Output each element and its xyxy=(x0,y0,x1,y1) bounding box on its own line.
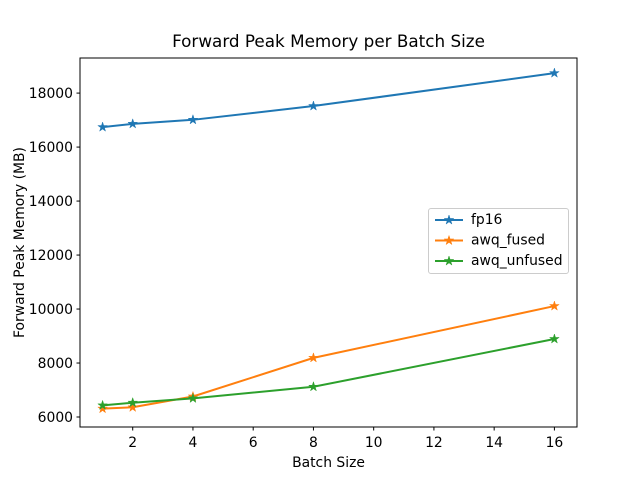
series-line-awq_unfused xyxy=(102,338,555,407)
y-axis-label: Forward Peak Memory (MB) xyxy=(12,147,28,338)
legend: fp16 awq_fused awq_unfused xyxy=(428,208,569,274)
y-tick-label: 10000 xyxy=(29,302,73,318)
data-point-fp16 xyxy=(187,113,199,125)
legend-entry-fp16: fp16 xyxy=(435,212,502,228)
y-tick-label: 12000 xyxy=(29,248,73,264)
chart-title: Forward Peak Memory per Batch Size xyxy=(172,31,485,51)
legend-entry-awq-unfused: awq_unfused xyxy=(435,253,563,269)
legend-label: awq_unfused xyxy=(471,253,563,269)
y-tick-label: 14000 xyxy=(29,194,73,210)
legend-box xyxy=(428,208,569,274)
x-tick-label: 6 xyxy=(249,435,258,451)
data-point-fp16 xyxy=(548,67,560,78)
legend-label: awq_fused xyxy=(471,233,545,249)
plot-area: 2 4 6 8 10 12 14 16 6000 8000 10000 12000 14000 16000… xyxy=(29,57,578,451)
star-marker-icon xyxy=(443,234,455,246)
x-tick-label: 14 xyxy=(485,435,503,451)
x-tick-label: 8 xyxy=(309,435,318,451)
x-tick-label: 2 xyxy=(128,435,137,451)
data-point-fp16 xyxy=(97,121,109,132)
data-point-awq_fused xyxy=(548,300,560,311)
series-line-awq_fused xyxy=(102,305,555,410)
x-tick-label: 12 xyxy=(425,435,443,451)
data-point-awq_unfused xyxy=(187,392,199,404)
legend-entry-awq-fused: awq_fused xyxy=(435,233,545,249)
star-marker-icon xyxy=(443,214,455,225)
x-tick-label: 4 xyxy=(189,435,198,451)
data-point-awq_unfused xyxy=(97,399,109,411)
x-tick-label: 16 xyxy=(546,435,564,451)
plot-border xyxy=(79,57,578,428)
data-point-awq_unfused xyxy=(548,333,560,344)
legend-label: fp16 xyxy=(471,212,502,228)
data-point-awq_fused xyxy=(307,352,319,363)
data-point-awq_fused xyxy=(127,401,139,412)
y-tick-label: 6000 xyxy=(38,410,73,426)
x-axis-label: Batch Size xyxy=(292,455,365,471)
data-point-awq_fused xyxy=(97,402,109,414)
series-line-fp16 xyxy=(102,72,555,129)
data-point-awq_unfused xyxy=(127,396,139,408)
star-marker-icon xyxy=(443,255,455,266)
y-tick-label: 8000 xyxy=(38,356,73,372)
data-point-awq_unfused xyxy=(307,380,319,392)
x-tick-label: 10 xyxy=(365,435,383,451)
data-point-fp16 xyxy=(307,100,319,111)
y-tick-label: 16000 xyxy=(29,140,73,156)
y-tick-label: 18000 xyxy=(29,86,73,102)
data-point-fp16 xyxy=(127,118,139,129)
